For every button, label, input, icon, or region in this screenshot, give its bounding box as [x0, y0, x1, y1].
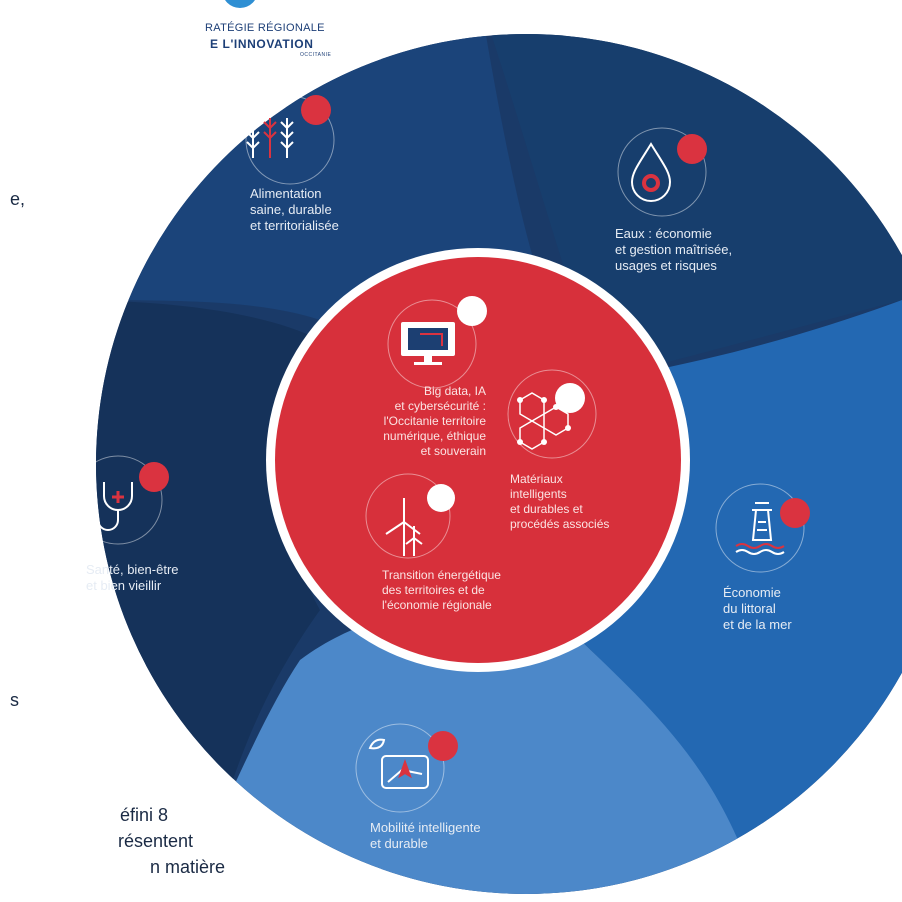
accent-dot — [780, 498, 810, 528]
gps-screen-icon — [368, 738, 429, 789]
label-line: et bien vieillir — [86, 578, 162, 593]
label-line: et durables et — [510, 502, 583, 516]
label-line: l'Occitanie territoire — [383, 414, 486, 428]
label-line: Mobilité intelligente — [370, 820, 481, 835]
logo-title-line3: OCCITANIE — [300, 52, 332, 58]
segment-label-littoral: Économie du littoral et de la mer — [723, 585, 792, 633]
accent-dot — [428, 731, 458, 761]
wind-turbine-icon — [385, 498, 423, 556]
label-line: et territorialisée — [250, 218, 339, 233]
accent-dot — [457, 296, 487, 326]
monitor-icon — [401, 322, 455, 365]
label-line: Santé, bien-être — [86, 562, 179, 577]
center-label-bigdata: Big data, IA et cybersécurité : l'Occita… — [340, 384, 486, 459]
logo-mark-icon — [225, 0, 255, 8]
molecule-icon — [517, 392, 571, 450]
segment-label-eaux: Eaux : économie et gestion maîtrisée, us… — [615, 226, 732, 274]
label-line: Matériaux — [510, 472, 563, 486]
water-drop-icon — [630, 142, 672, 202]
segment-label-alimentation: Alimentation saine, durable et territori… — [250, 186, 339, 234]
label-line: et cybersécurité : — [394, 399, 486, 413]
label-line: intelligents — [510, 487, 567, 501]
label-line: Big data, IA — [423, 384, 486, 398]
label-line: et de la mer — [723, 617, 792, 632]
lighthouse-icon — [735, 502, 785, 555]
wheat-icon — [246, 118, 294, 158]
accent-dot — [139, 462, 169, 492]
stethoscope-icon — [89, 482, 133, 531]
label-line: Eaux : économie — [615, 226, 712, 241]
accent-dot — [427, 484, 455, 512]
label-line: et souverain — [420, 444, 486, 458]
center-core — [275, 257, 681, 663]
side-text-fragment: n matière — [150, 857, 226, 877]
label-line: et gestion maîtrisée, — [615, 242, 733, 257]
accent-dot — [555, 383, 585, 413]
label-line: numérique, éthique — [383, 429, 486, 443]
label-line: et durable — [370, 836, 428, 851]
label-line: procédés associés — [510, 517, 610, 531]
accent-dot — [677, 134, 707, 164]
segment-label-sante: Santé, bien-être et bien vieillir — [86, 562, 179, 594]
label-line: Transition énergétique — [382, 568, 501, 582]
label-line: saine, durable — [250, 202, 332, 217]
label-line: du littoral — [723, 601, 776, 616]
segment-mobilite — [180, 608, 760, 894]
side-text-fragment: éfini 8 — [120, 805, 169, 825]
side-text-fragment: résentent — [118, 831, 194, 851]
logo-title-line1: RATÉGIE RÉGIONALE — [205, 22, 325, 34]
label-line: Alimentation — [250, 186, 322, 201]
label-line: Économie — [723, 585, 781, 600]
label-line: l'économie régionale — [382, 598, 492, 612]
label-line: des territoires et de — [382, 583, 485, 597]
segment-label-mobilite: Mobilité intelligente et durable — [370, 820, 481, 852]
logo-title-line2: E L'INNOVATION — [210, 37, 314, 51]
side-text-fragment: s — [10, 690, 19, 710]
segment-sante — [96, 300, 320, 894]
side-text-fragment: e, — [10, 189, 26, 209]
accent-dot — [301, 95, 331, 125]
center-label-materiaux: Matériaux intelligents et durables et pr… — [510, 472, 609, 532]
center-label-transition: Transition énergétique des territoires e… — [382, 568, 501, 613]
label-line: usages et risques — [615, 258, 717, 273]
